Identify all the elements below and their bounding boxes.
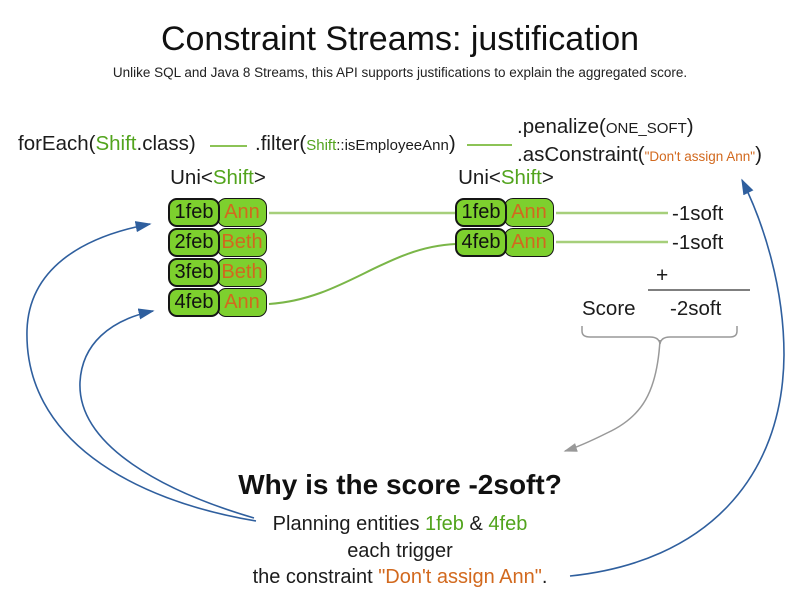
shift-employee-cell: Ann	[217, 198, 267, 227]
label-pre: Uni<	[458, 166, 501, 189]
right-stream-label: Uni<Shift>	[458, 166, 554, 190]
penalty-label-1: -1soft	[672, 202, 724, 225]
shift-employee-cell: Beth	[217, 228, 267, 257]
page-subtitle: Unlike SQL and Java 8 Streams, this API …	[112, 65, 688, 80]
explanation-headline: Why is the score -2soft?	[238, 469, 562, 500]
shift-employee-cell: Ann	[504, 198, 554, 227]
score-total: -2soft	[670, 297, 722, 320]
shift-date-cell: 3feb	[168, 258, 220, 287]
label-pre: Uni<	[170, 166, 213, 189]
explanation-line-3: the constraint "Don't assign Ann".	[0, 564, 800, 591]
label-type: Shift	[212, 166, 254, 189]
score-label: Score	[582, 297, 636, 320]
penalty-label-2: -1soft	[672, 231, 724, 254]
shift-date-cell: 4feb	[455, 228, 507, 257]
shift-employee-cell: Ann	[504, 228, 554, 257]
filter-type: Shift	[306, 137, 337, 154]
explanation-block: Why is the score -2soft? Planning entiti…	[0, 469, 800, 591]
label-post: >	[541, 166, 554, 189]
penalize-arg: ONE_SOFT	[605, 120, 687, 137]
shift-employee-cell: Ann	[217, 288, 267, 317]
left-stream-label: Uni<Shift>	[170, 166, 266, 190]
asconstraint-arg: "Don't assign Ann"	[644, 149, 756, 164]
label-type: Shift	[500, 166, 542, 189]
page-title: Constraint Streams: justification	[160, 20, 640, 58]
foreach-post: .class)	[136, 132, 196, 155]
score-brace	[581, 326, 738, 345]
filter-method: ::isEmployeeAnn	[336, 137, 449, 154]
shift-date-cell: 1feb	[455, 198, 507, 227]
gray-arrow-score-to-why	[563, 339, 661, 452]
filter-pre: .filter(	[255, 132, 307, 155]
code-penalize: .penalize(ONE_SOFT)	[517, 115, 694, 139]
line3-constraint: "Don't assign Ann"	[378, 566, 542, 588]
line3-post: .	[541, 566, 548, 588]
line1-entity-4feb: 4feb	[488, 513, 528, 535]
explanation-line-2: each trigger	[347, 539, 453, 562]
line3-pre: the constraint	[252, 566, 379, 588]
shift-date-cell: 1feb	[168, 198, 220, 227]
shift-employee-cell: Beth	[217, 258, 267, 287]
plus-sign: +	[656, 264, 669, 287]
explanation-line-1: Planning entities 1feb & 4feb	[0, 511, 800, 538]
filter-post: )	[448, 132, 456, 155]
foreach-type: Shift	[95, 132, 137, 155]
asconstraint-pre: .asConstraint(	[517, 143, 645, 166]
code-asconstraint: .asConstraint("Don't assign Ann")	[517, 143, 762, 167]
code-foreach: forEach(Shift.class)	[18, 132, 196, 156]
shift-date-cell: 4feb	[168, 288, 220, 317]
penalize-post: )	[686, 115, 694, 138]
line1-pre: Planning entities	[272, 513, 425, 535]
line1-joiner: &	[463, 513, 489, 535]
shift-date-cell: 2feb	[168, 228, 220, 257]
foreach-pre: forEach(	[18, 132, 96, 155]
line1-entity-1feb: 1feb	[425, 513, 464, 535]
asconstraint-post: )	[755, 143, 762, 166]
stream-link-4feb	[268, 243, 457, 305]
code-filter: .filter(Shift::isEmployeeAnn)	[255, 132, 456, 156]
penalize-pre: .penalize(	[517, 115, 606, 138]
label-post: >	[253, 166, 266, 189]
